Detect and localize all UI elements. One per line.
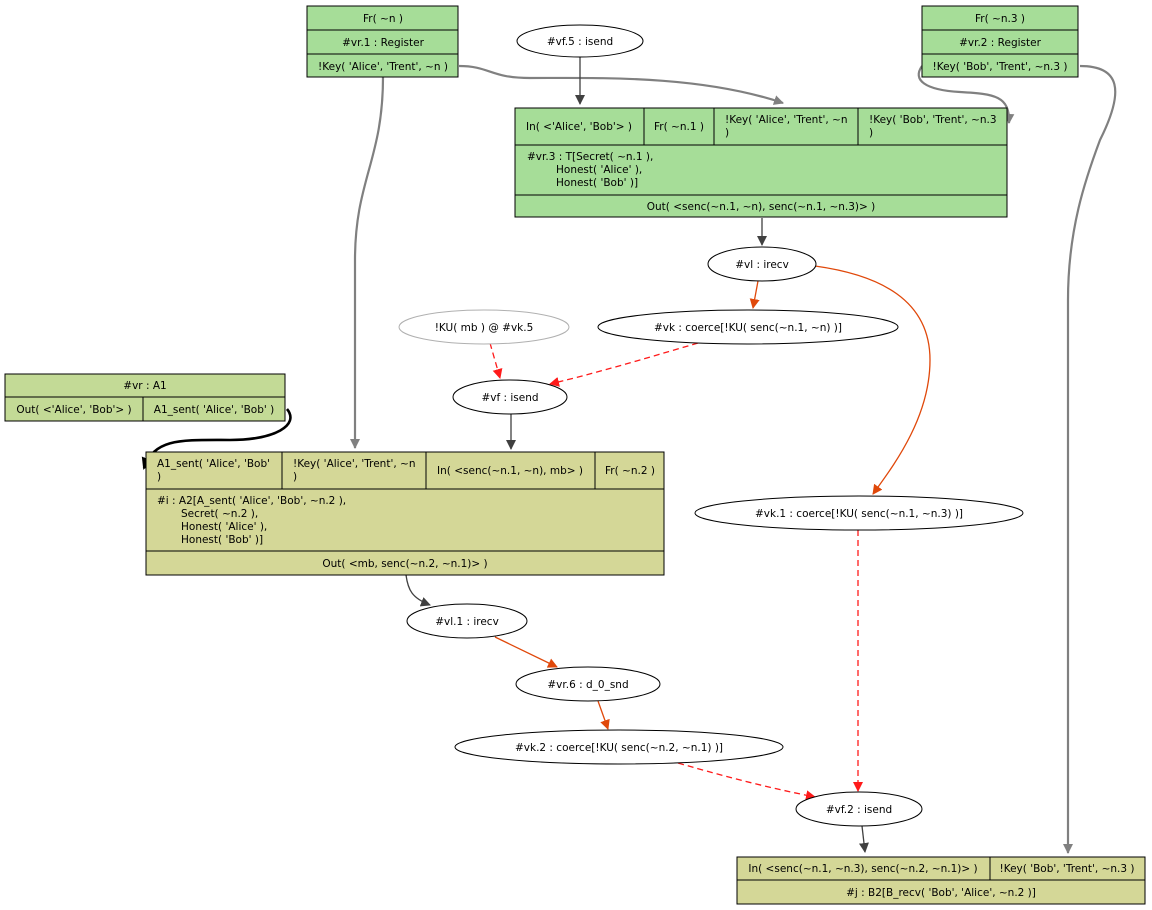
edge-key-alice-to-a2 [350, 76, 385, 449]
node-label: !KU( mb ) @ #vk.5 [435, 322, 534, 334]
fact-fresh-n1: Fr( ~n.1 ) [654, 121, 704, 133]
node-vl[interactable]: #vl : irecv [707, 246, 817, 282]
node-label: #vf.5 : isend [547, 36, 613, 48]
fact-key-bob: !Key( 'Bob', 'Trent', ~n.3 ) [1000, 863, 1135, 875]
edge-vl1-to-vr6 [494, 636, 558, 668]
node-vf5[interactable]: #vf.5 : isend [516, 24, 644, 58]
rule-label-line4: Honest( 'Bob' )] [181, 534, 263, 546]
node-label: #vk : coerce[!KU( senc(~n.1, ~n) )] [654, 322, 842, 334]
rule-label: #i : A2[A_sent( 'Alice', 'Bob', ~n.2 ), [157, 495, 346, 507]
fact-in-senc-pair: In( <senc(~n.1, ~n.3), senc(~n.2, ~n.1)>… [748, 863, 977, 875]
node-vf[interactable]: #vf : isend [452, 379, 568, 415]
fact-key-alice: !Key( 'Alice', 'Trent', ~n [725, 114, 847, 126]
node-vr3-trent[interactable]: In( <'Alice', 'Bob'> ) Fr( ~n.1 ) !Key( … [514, 107, 1008, 218]
rule-label-line2: Honest( 'Alice' ), [556, 164, 642, 176]
node-vr6[interactable]: #vr.6 : d_0_snd [515, 666, 661, 702]
node-ku-mb[interactable]: !KU( mb ) @ #vk.5 [398, 309, 570, 345]
edge-a1-to-a2 [141, 408, 292, 470]
edge-key-alice-to-vr3 [458, 64, 784, 105]
rule-label: #vr.3 : T[Secret( ~n.1 ), [527, 151, 653, 163]
fact-a1-sent-cont: ) [157, 471, 161, 483]
edge-key-bob-to-vr3 [917, 65, 1015, 124]
fact-key-bob: !Key( 'Bob', 'Trent', ~n.3 [869, 114, 997, 126]
node-label: #vk.2 : coerce[!KU( senc(~n.2, ~n.1) )] [515, 742, 723, 754]
edge-vk-to-vf [549, 342, 699, 387]
fact-key-bob: !Key( 'Bob', 'Trent', ~n.3 ) [933, 61, 1068, 73]
fact-key-alice: !Key( 'Alice', 'Trent', ~n ) [318, 61, 448, 73]
fact-fresh-n: Fr( ~n ) [363, 13, 403, 25]
node-vk2[interactable]: #vk.2 : coerce[!KU( senc(~n.2, ~n.1) )] [454, 729, 784, 765]
node-label: #vk.1 : coerce[!KU( senc(~n.1, ~n.3) )] [755, 508, 963, 520]
fact-key-bob-cont: ) [869, 127, 873, 139]
fact-in-alice-bob: In( <'Alice', 'Bob'> ) [526, 121, 632, 133]
edge-ku-to-vf [489, 342, 503, 379]
fact-out-mb-senc: Out( <mb, senc(~n.2, ~n.1)> ) [322, 558, 487, 570]
edge-vr6-to-vk2 [597, 700, 610, 730]
rule-label-line3: Honest( 'Bob' )] [556, 177, 638, 189]
edges [141, 57, 1117, 854]
fact-out-senc: Out( <senc(~n.1, ~n), senc(~n.1, ~n.3)> … [647, 201, 876, 213]
edge-vf2-to-b2 [859, 825, 869, 853]
rule-label: #j : B2[B_recv( 'Bob', 'Alice', ~n.2 )] [846, 887, 1036, 899]
rule-label: #vr.1 : Register [342, 37, 425, 49]
node-vk1[interactable]: #vk.1 : coerce[!KU( senc(~n.1, ~n.3) )] [694, 495, 1024, 531]
node-j-b2[interactable]: In( <senc(~n.1, ~n.3), senc(~n.2, ~n.1)>… [736, 856, 1146, 905]
node-label: #vl : irecv [735, 259, 789, 271]
node-label: #vr.6 : d_0_snd [547, 679, 628, 691]
edge-vl-to-vk [749, 280, 760, 309]
fact-key-alice-cont: ) [725, 127, 729, 139]
node-vk[interactable]: #vk : coerce[!KU( senc(~n.1, ~n) )] [597, 309, 899, 345]
edge-a2-to-vl1 [405, 574, 431, 607]
node-register-bob[interactable]: Fr( ~n.3 ) #vr.2 : Register !Key( 'Bob',… [921, 5, 1079, 78]
node-label: #vl.1 : irecv [435, 616, 499, 628]
edge-key-bob-to-b2 [1063, 64, 1117, 854]
rule-label: #vr : A1 [123, 380, 166, 392]
fact-out-alice-bob: Out( <'Alice', 'Bob'> ) [16, 404, 131, 416]
edge-vl-to-vk1 [814, 265, 931, 495]
fact-fresh-n2: Fr( ~n.2 ) [605, 465, 655, 477]
node-label: #vf : isend [481, 392, 538, 404]
node-register-alice[interactable]: Fr( ~n ) #vr.1 : Register !Key( 'Alice',… [306, 5, 459, 78]
node-label: #vf.2 : isend [826, 804, 892, 816]
node-vl1[interactable]: #vl.1 : irecv [406, 603, 528, 639]
rule-label-line3: Honest( 'Alice' ), [181, 521, 267, 533]
node-i-a2[interactable]: A1_sent( 'Alice', 'Bob' ) !Key( 'Alice',… [145, 451, 665, 576]
fact-in-senc-mb: In( <senc(~n.1, ~n), mb> ) [437, 465, 583, 477]
fact-a1-sent: A1_sent( 'Alice', 'Bob' [157, 458, 270, 470]
fact-key-alice-cont: ) [293, 471, 297, 483]
node-vr-a1[interactable]: #vr : A1 Out( <'Alice', 'Bob'> ) A1_sent… [4, 373, 286, 422]
fact-key-alice: !Key( 'Alice', 'Trent', ~n [293, 458, 415, 470]
edge-vk2-to-vf2 [677, 762, 816, 801]
node-vf2[interactable]: #vf.2 : isend [795, 791, 923, 827]
fact-a1-sent: A1_sent( 'Alice', 'Bob' ) [154, 404, 274, 416]
rule-label: #vr.2 : Register [959, 37, 1042, 49]
fact-fresh-n3: Fr( ~n.3 ) [975, 13, 1025, 25]
rule-label-line2: Secret( ~n.2 ), [181, 508, 258, 520]
